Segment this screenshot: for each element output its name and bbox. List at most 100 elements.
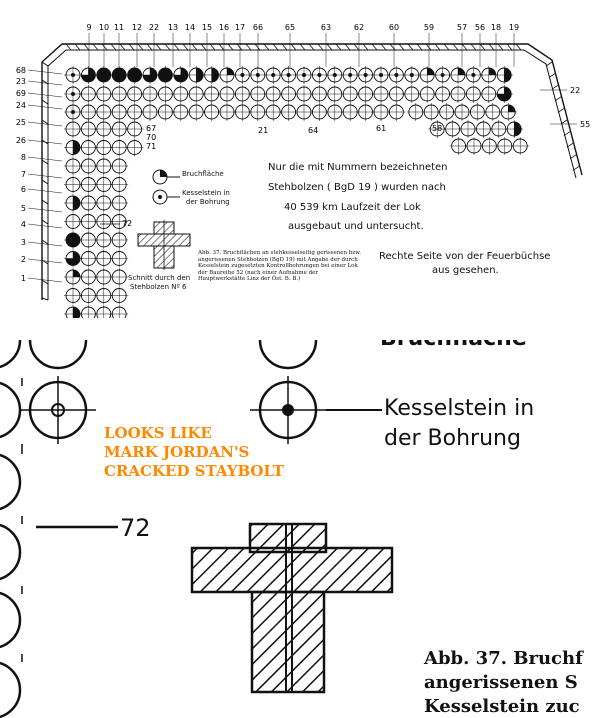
section-label-1: Schnitt durch den [128,274,191,282]
left-number-label: 24 [16,101,26,110]
staybolt-left-block [64,231,82,249]
staybolt-top-row [372,66,390,84]
zoom-label-72: 72 [120,514,151,542]
top-number-label: 15 [202,23,212,32]
left-number-label: 2 [21,255,26,264]
note-line-3: 40 539 km Laufzeit der Lok [284,202,421,213]
staybolt-left-block [64,138,82,157]
left-number-label: 3 [21,238,26,247]
staybolt-row-3 [499,103,518,121]
staybolt-row-3 [248,103,267,121]
staybolt-top-row [356,66,375,84]
zoom-callout-line-2: der Bohrung [384,426,521,451]
staybolt-top-row [402,66,421,84]
staybolt-top-row [94,66,113,84]
staybolt-left-block [110,305,129,318]
top-number-label: 63 [321,23,331,32]
staybolt-left-block [79,286,98,305]
top-number-label: 16 [219,23,229,32]
left-number-label: 26 [16,136,26,145]
staybolt-left-block [64,305,82,318]
staybolt-row-3 [94,103,113,121]
staybolt-left-block [110,194,129,212]
legend-scale-label-2: der Bohrung [186,198,230,206]
staybolt-top-row [248,66,267,84]
staybolt-row-2 [402,85,421,103]
firebox-wall [41,43,583,300]
staybolt-row-3 [279,103,298,121]
staybolt-row-4 [505,120,524,138]
staybolt-left-block [94,138,113,157]
staybolt-row-2 [218,85,236,103]
side-note-line-1: Rechte Seite von der Feuerbüchse [379,251,551,262]
side-note-line-2: aus gesehen. [432,265,499,276]
staybolt-row-2 [341,85,360,103]
zoom-section-drawing [190,522,394,694]
staybolt-top-row [341,66,360,84]
staybolt-left-block [64,194,82,212]
staybolt-top-row [79,66,98,84]
staybolt-left-block [64,286,82,305]
staybolt-row-2 [495,85,514,103]
staybolt-top-row [310,66,329,84]
staybolt-row-2 [295,85,313,103]
staybolt-left-block [64,249,82,268]
staybolt-row-2 [79,85,98,103]
top-number-label: 12 [132,23,142,32]
staybolt-row-5 [465,137,483,155]
staybolt-top-row [171,66,190,84]
staybolt-row-5 [495,137,514,155]
legend-fracture-symbol [152,169,168,185]
staybolt-row-2 [387,85,406,103]
left-number-label: 6 [21,185,26,194]
staybolt-row-2 [171,85,190,103]
left-number-label: 4 [21,220,26,229]
staybolt-row-3 [110,103,129,121]
staybolt-top-row [387,66,406,84]
figure-caption: Abb. 37. Bruchflächen an stehkesselseiti… [198,250,362,282]
right-number-label: 55 [580,120,590,129]
staybolt-row-4 [489,120,508,138]
staybolt-left-block [79,138,98,157]
staybolt-left-block [79,268,98,286]
staybolt-left-block [125,120,144,138]
staybolt-top-row [202,66,221,84]
staybolt-left-block [64,175,82,194]
staybolt-top-row [110,66,129,84]
staybolt-row-2 [464,85,483,103]
staybolt-row-2 [125,85,144,103]
staybolt-row-2 [64,85,82,103]
staybolt-row-5 [511,137,530,155]
staybolt-row-3 [468,103,487,121]
inner-number-label: 61 [376,124,386,133]
inner-number-label: 21 [258,126,268,135]
staybolt-row-5 [449,137,468,155]
staybolt-row-3 [79,103,98,121]
staybolt-top-row [464,66,483,84]
staybolt-row-3 [125,103,144,121]
zoom-drawing [0,340,394,718]
staybolt-left-block [64,157,82,175]
staybolt-row-2 [310,85,329,103]
staybolt-row-3 [341,103,360,121]
top-number-label: 66 [253,23,263,32]
staybolt-left-block [125,138,144,157]
staybolt-row-2 [356,85,375,103]
left-number-label: 7 [21,170,26,179]
legend-scale-symbol [152,176,180,205]
inner-number-label: 70 [146,133,156,142]
staybolt-left-block [110,286,129,305]
staybolt-row-2 [372,85,390,103]
staybolt-left-block [94,286,113,305]
staybolt-row-4 [474,120,493,138]
staybolt-row-3 [437,103,456,121]
left-number-label: 25 [16,118,26,127]
staybolt-row-2 [279,85,298,103]
zoom-callout-line-1: Kesselstein in [384,396,535,421]
staybolt-left-block [79,194,98,212]
top-number-label: 9 [86,23,91,32]
staybolt-row-2 [479,85,498,103]
staybolt-left-block [110,157,129,175]
staybolt-left-block [79,231,98,249]
